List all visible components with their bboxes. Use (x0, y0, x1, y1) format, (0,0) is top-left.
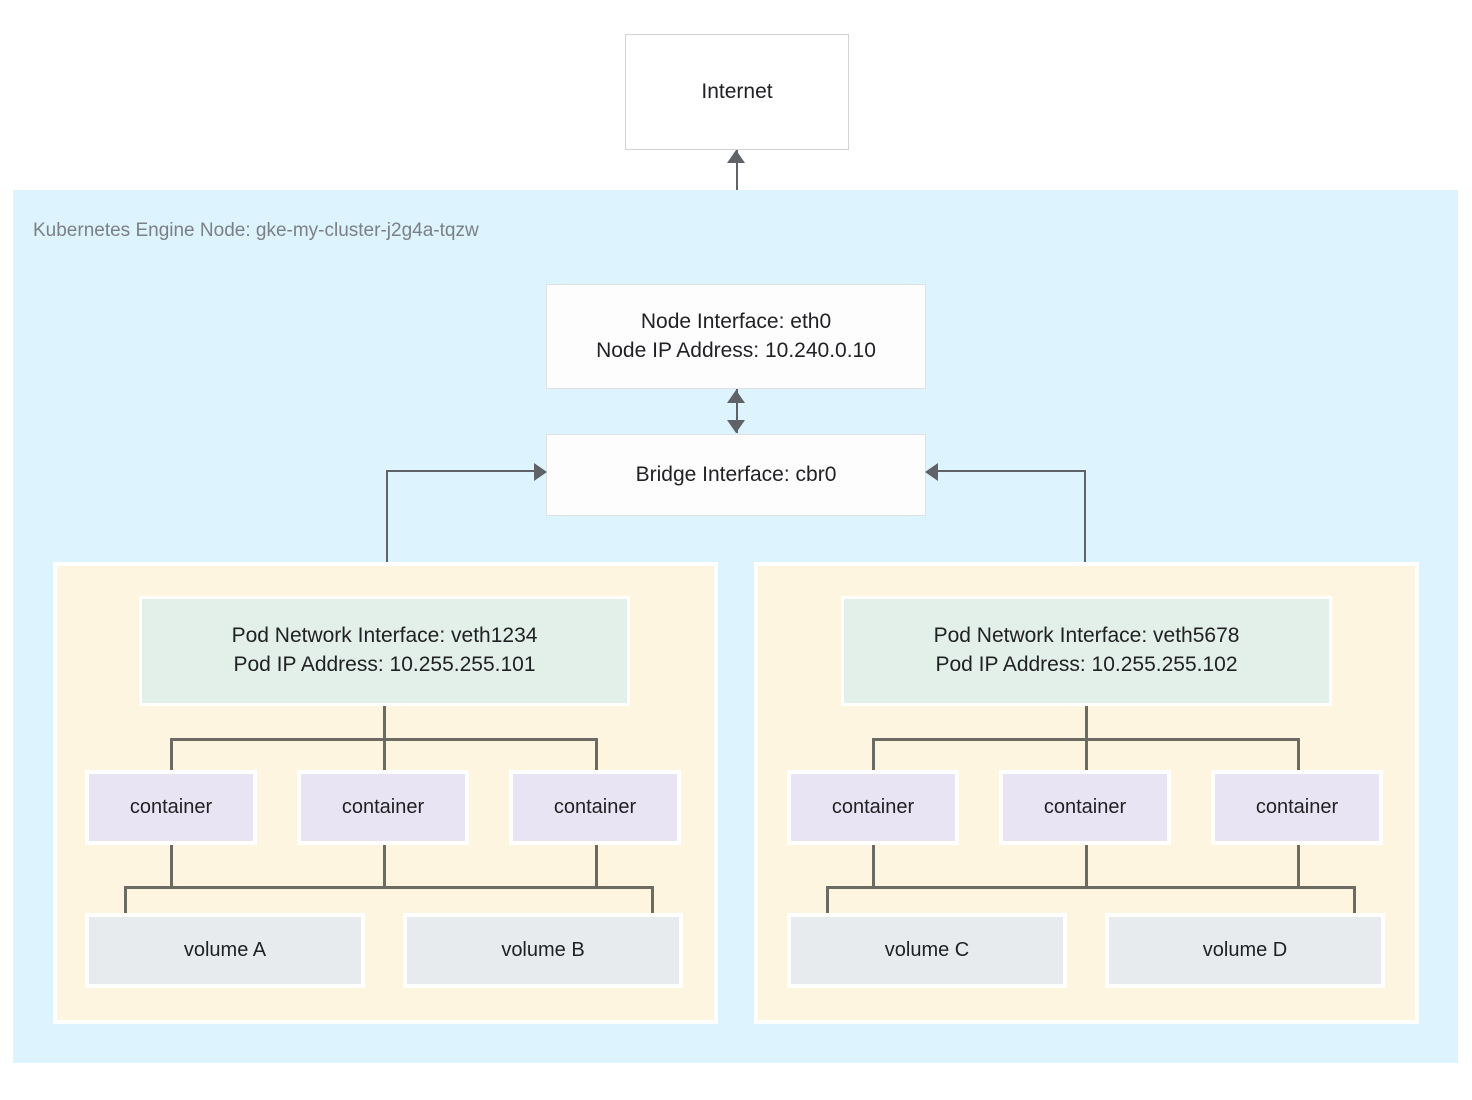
container-right-3[interactable]: container (1211, 770, 1383, 845)
kubernetes-node-label: Kubernetes Engine Node: gke-my-cluster-j… (33, 220, 479, 241)
tree-left-drop-2 (383, 738, 386, 771)
vol-left-up-3 (595, 845, 598, 886)
vol-right-drop-d (1353, 886, 1356, 916)
container-left-2[interactable]: container (297, 770, 469, 845)
arrowhead-to-bridge-top (727, 420, 745, 433)
vol-right-up-2 (1085, 845, 1088, 886)
container-label: container (129, 795, 213, 818)
pod-ip-address-right: Pod IP Address: 10.255.255.102 (935, 653, 1238, 676)
pod-network-interface-left[interactable]: Pod Network Interface: veth1234 Pod IP A… (139, 596, 630, 706)
connector-left-elbow-horizontal (387, 470, 539, 473)
node-interface-name: Node Interface: eth0 (640, 309, 832, 333)
pod-interface-name-left: Pod Network Interface: veth1234 (231, 624, 538, 648)
volume-b[interactable]: volume B (403, 913, 683, 988)
volume-label: volume B (501, 938, 585, 961)
tree-right-drop-2 (1085, 738, 1088, 771)
arrowhead-into-bridge-right (925, 462, 938, 481)
internet-label: Internet (701, 79, 773, 103)
arrowhead-into-bridge-left (534, 462, 547, 481)
pod-network-interface-right[interactable]: Pod Network Interface: veth5678 Pod IP A… (841, 596, 1332, 706)
vol-left-drop-b (651, 886, 654, 916)
container-label: container (341, 795, 425, 818)
connector-right-elbow-vertical (1084, 470, 1087, 581)
volume-label: volume A (183, 938, 267, 961)
node-interface-box[interactable]: Node Interface: eth0 Node IP Address: 10… (546, 284, 926, 389)
node-ip-address: Node IP Address: 10.240.0.10 (596, 338, 876, 362)
container-label: container (1255, 795, 1339, 818)
container-label: container (1043, 795, 1127, 818)
vol-left-drop-a (124, 886, 127, 916)
vol-left-up-1 (170, 845, 173, 886)
arrowhead-to-node-interface-2 (727, 390, 745, 403)
tree-right-drop-1 (872, 738, 875, 771)
vol-left-bus (124, 886, 653, 889)
container-left-3[interactable]: container (509, 770, 681, 845)
vol-left-up-2 (383, 845, 386, 886)
container-label: container (553, 795, 637, 818)
container-right-2[interactable]: container (999, 770, 1171, 845)
internet-node[interactable]: Internet (625, 34, 849, 150)
vol-right-drop-c (826, 886, 829, 916)
container-left-1[interactable]: container (85, 770, 257, 845)
volume-d[interactable]: volume D (1105, 913, 1385, 988)
vol-right-up-3 (1297, 845, 1300, 886)
connector-right-elbow-horizontal (934, 470, 1086, 473)
tree-left-drop-1 (170, 738, 173, 771)
arrowhead-to-internet (727, 150, 745, 163)
tree-right-drop-3 (1297, 738, 1300, 771)
volume-a[interactable]: volume A (85, 913, 365, 988)
bridge-interface-box[interactable]: Bridge Interface: cbr0 (546, 434, 926, 516)
volume-c[interactable]: volume C (787, 913, 1067, 988)
tree-left-drop-3 (595, 738, 598, 771)
container-right-1[interactable]: container (787, 770, 959, 845)
pod-ip-address-left: Pod IP Address: 10.255.255.101 (233, 653, 536, 676)
volume-label: volume D (1202, 938, 1288, 961)
bridge-interface-label: Bridge Interface: cbr0 (635, 462, 837, 486)
connector-nodeiface-bridge-shaft (735, 389, 738, 433)
connector-left-elbow-vertical (386, 470, 389, 581)
vol-right-bus (826, 886, 1355, 889)
container-label: container (831, 795, 915, 818)
pod-interface-name-right: Pod Network Interface: veth5678 (933, 624, 1240, 648)
vol-right-up-1 (872, 845, 875, 886)
volume-label: volume C (884, 938, 970, 961)
